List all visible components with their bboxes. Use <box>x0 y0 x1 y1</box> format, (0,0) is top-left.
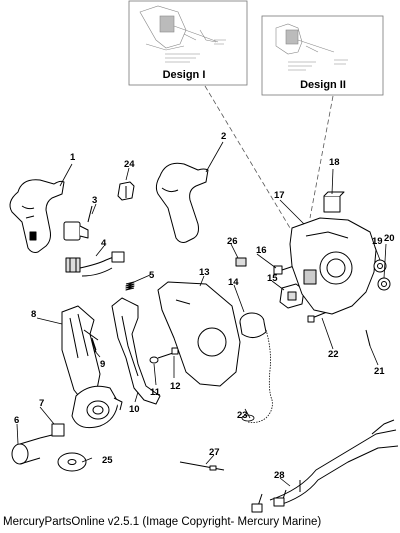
callout-12: 12 <box>170 381 181 392</box>
part-4-plug <box>65 251 125 277</box>
part-7-nut <box>51 423 65 437</box>
part-9-pin <box>91 337 97 351</box>
part-10-lever <box>111 297 161 405</box>
callout-28: 28 <box>274 470 285 481</box>
part-number-labels: 1 2 3 4 5 6 7 8 9 10 11 12 13 14 15 16 1… <box>14 131 395 481</box>
callout-20: 20 <box>384 233 395 244</box>
callout-15: 15 <box>267 273 278 284</box>
part-5-spring <box>125 281 135 291</box>
callout-6: 6 <box>14 415 19 426</box>
callout-14: 14 <box>228 277 239 288</box>
part-13-plate <box>157 281 241 387</box>
inset-design-1-drawing <box>139 5 226 63</box>
callout-25: 25 <box>102 455 113 466</box>
part-15-switch <box>279 283 305 309</box>
part-28-harness <box>251 419 399 513</box>
callout-17: 17 <box>274 190 285 201</box>
part-18-bracket <box>323 191 345 213</box>
part-2-handle <box>155 162 209 243</box>
callout-18: 18 <box>329 157 340 168</box>
part-8-lever <box>61 305 101 401</box>
callout-26: 26 <box>227 236 238 247</box>
parts-artwork <box>9 141 399 513</box>
part-1-handle <box>9 179 65 253</box>
part-25-washer <box>57 452 87 472</box>
callout-27: 27 <box>209 447 220 458</box>
callout-4: 4 <box>101 238 107 249</box>
leader-lines <box>16 141 387 487</box>
part-23-chain <box>241 329 273 423</box>
callout-24: 24 <box>124 159 135 170</box>
inset-design-2-label: Design II <box>300 79 346 91</box>
part-26-block <box>235 257 247 267</box>
callout-19: 19 <box>372 236 383 247</box>
callout-7: 7 <box>39 398 44 409</box>
callout-23: 23 <box>237 410 248 421</box>
part-3-switch <box>63 205 93 241</box>
lever-hub <box>71 385 123 429</box>
part-21-pin <box>365 329 371 347</box>
part-27-tie <box>179 461 225 471</box>
part-12-screw <box>157 347 179 359</box>
inset-design-2-drawing <box>275 23 348 71</box>
inset-design-2[interactable]: Design II <box>261 15 384 96</box>
inset-design-1-label: Design I <box>163 69 206 81</box>
callout-2: 2 <box>221 131 226 142</box>
part-24-clip <box>117 181 135 201</box>
part-14-bushing <box>239 312 267 338</box>
callout-21: 21 <box>374 366 385 377</box>
callout-5: 5 <box>149 270 155 281</box>
callout-9: 9 <box>100 359 105 370</box>
callout-10: 10 <box>129 404 140 415</box>
part-6-knob <box>11 433 57 465</box>
part-20-washer <box>377 277 391 291</box>
callout-3: 3 <box>92 195 97 206</box>
copyright-caption: MercuryPartsOnline v2.5.1 (Image Copyrig… <box>3 516 322 528</box>
callout-16: 16 <box>256 245 267 256</box>
part-11-washer <box>149 356 159 364</box>
callout-13: 13 <box>199 267 210 278</box>
callout-22: 22 <box>328 349 339 360</box>
callout-11: 11 <box>150 387 161 398</box>
part-17-housing <box>289 217 377 315</box>
inset-callout-lines <box>204 85 334 229</box>
callout-8: 8 <box>31 309 36 320</box>
inset-design-1[interactable]: Design I <box>128 0 248 86</box>
callout-1: 1 <box>70 152 76 163</box>
